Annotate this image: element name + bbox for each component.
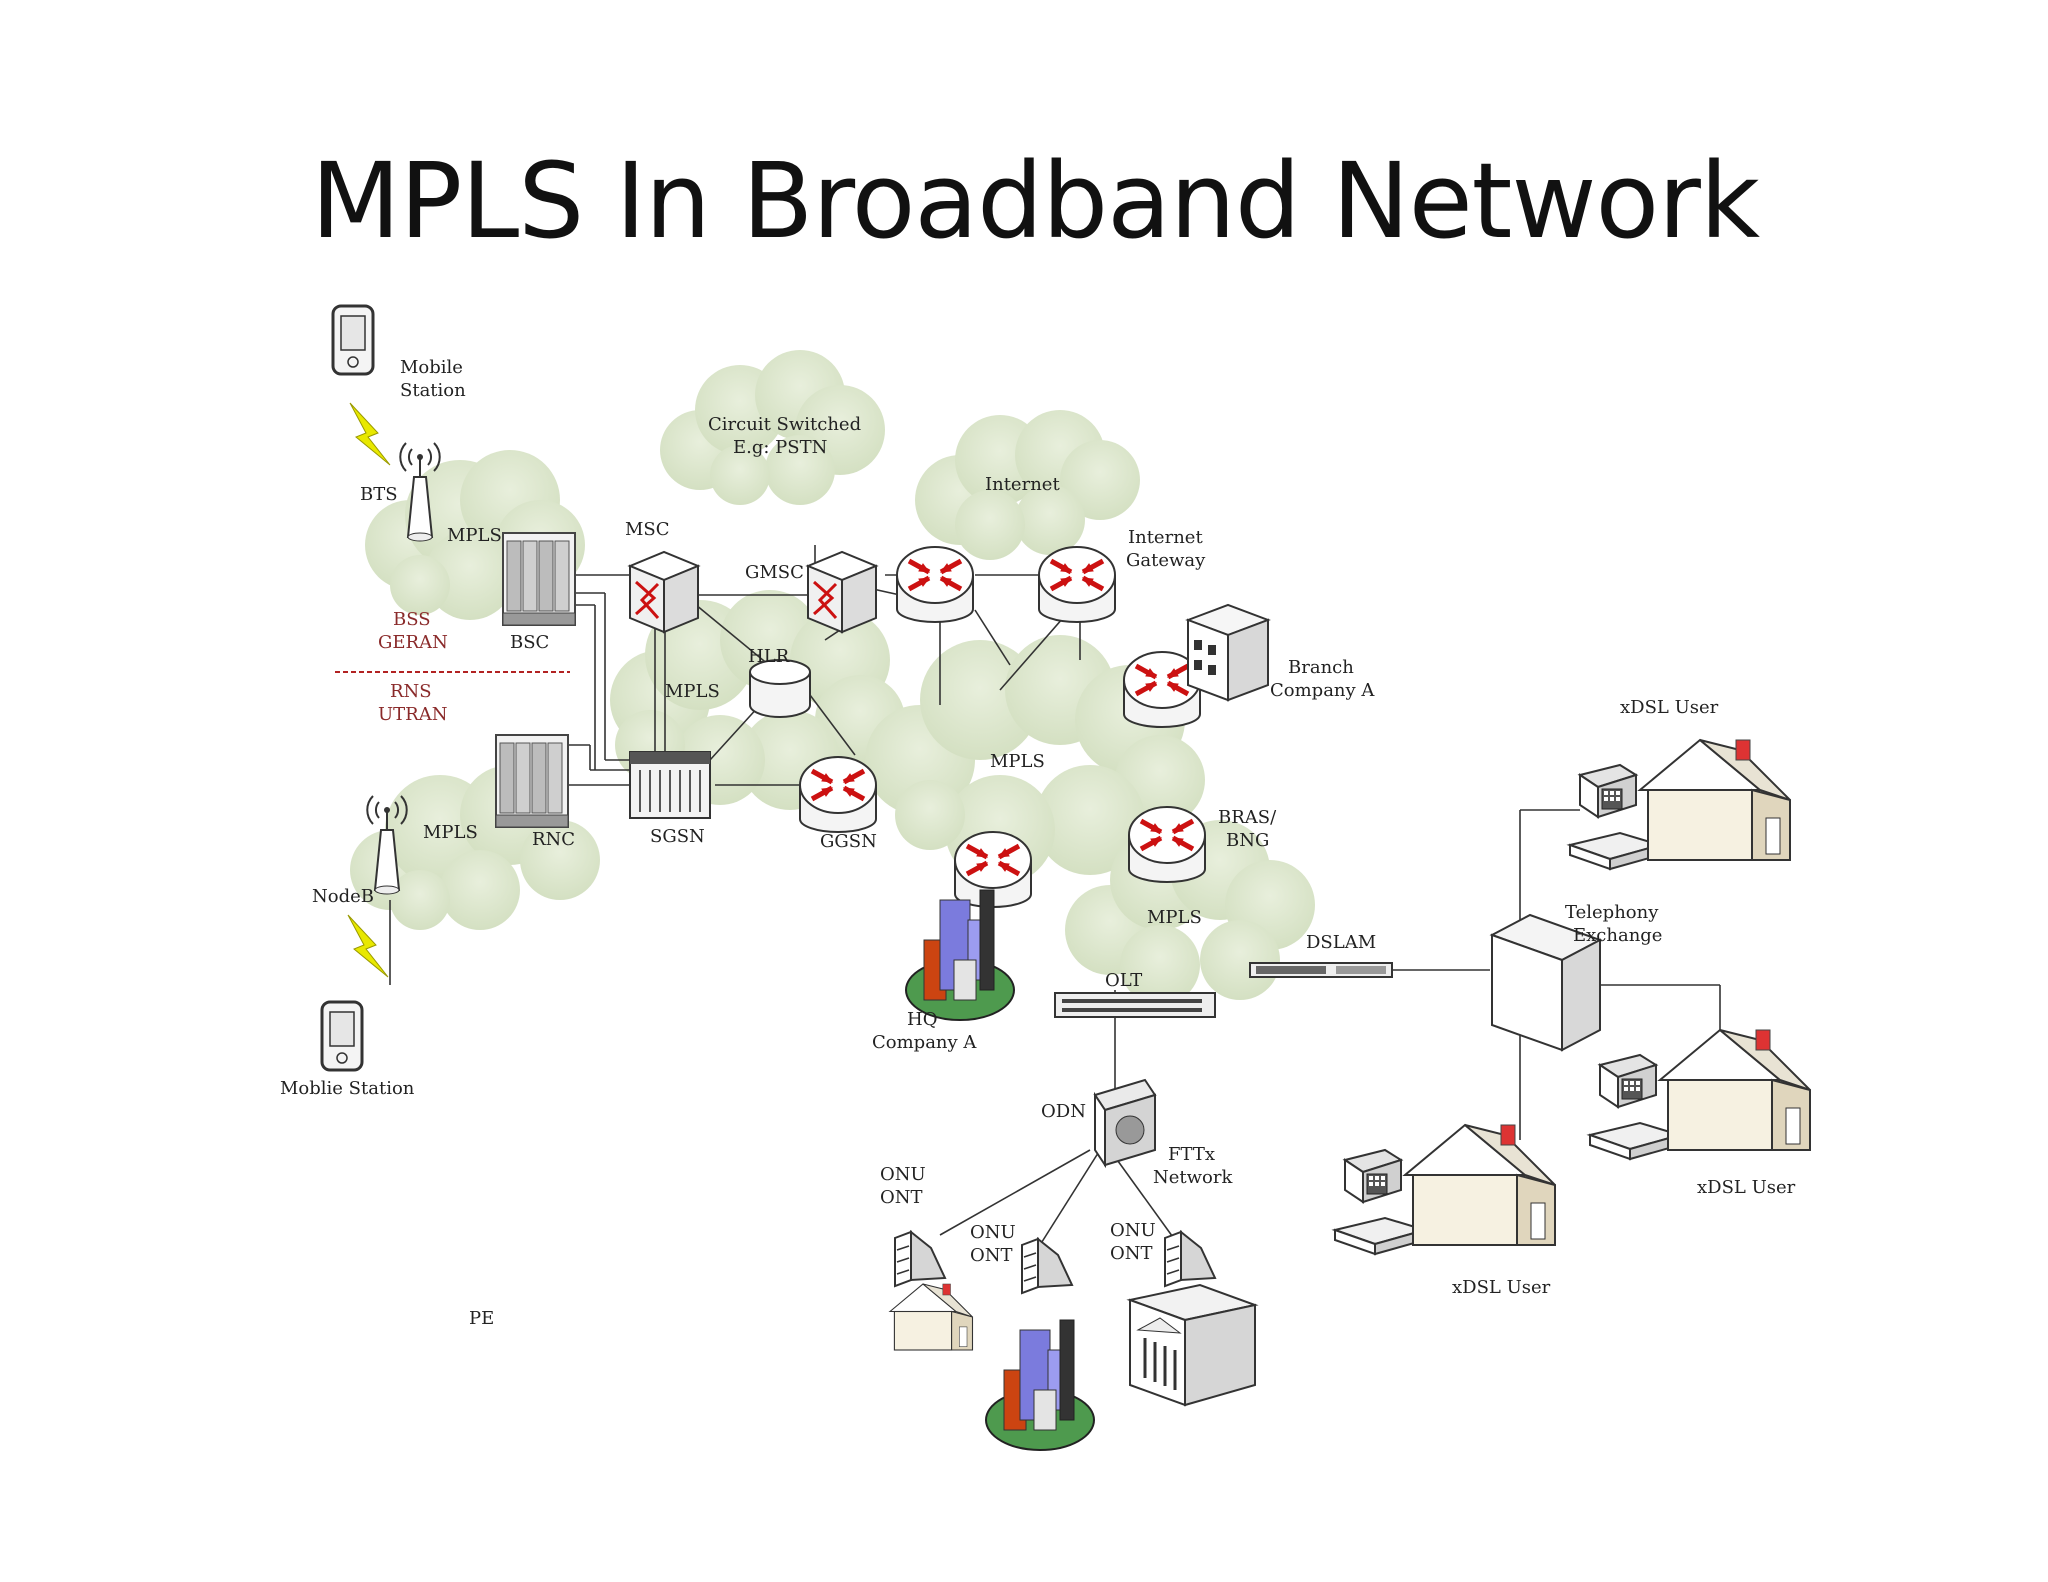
onu-left-icon <box>894 1231 946 1287</box>
label-gmsc: GMSC <box>745 562 804 583</box>
label-bss: BSS <box>393 609 431 630</box>
business-city-icon <box>985 1319 1095 1451</box>
label-onu-mid-2: ONT <box>970 1245 1013 1266</box>
odn-cabinet-icon <box>1093 1078 1157 1169</box>
label-hlr: HLR <box>748 646 790 667</box>
label-msc: MSC <box>625 519 670 540</box>
bank-building-icon <box>1126 1283 1259 1407</box>
lightning-icon-top <box>349 402 391 466</box>
cloud-mpls-main <box>865 635 1205 885</box>
label-bsc: BSC <box>510 632 549 653</box>
cloud-pstn <box>660 350 885 505</box>
label-fttx-2: Network <box>1153 1167 1233 1188</box>
label-olt: OLT <box>1105 970 1142 991</box>
label-branch-2: Company A <box>1270 680 1375 701</box>
label-bts: BTS <box>360 484 398 505</box>
label-mpls-rns: MPLS <box>423 822 478 843</box>
label-mobile-station-top-2: Station <box>400 380 466 401</box>
xdsl-top-house-icon <box>1639 739 1791 861</box>
label-circuit-switched-2: E.g: PSTN <box>733 437 827 458</box>
xdsl-top-deskphone-icon <box>1569 764 1661 870</box>
label-internet-gateway-2: Gateway <box>1126 550 1206 571</box>
label-bras-1: BRAS/ <box>1218 807 1277 828</box>
label-hq-2: Company A <box>872 1032 977 1053</box>
slide-title: MPLS In Broadband Network <box>310 140 1760 262</box>
xdsl-bottom-deskphone-icon <box>1334 1149 1426 1255</box>
label-onu-left-2: ONT <box>880 1187 923 1208</box>
label-mpls-access: MPLS <box>1147 907 1202 928</box>
rnc-rack-icon <box>495 734 569 828</box>
label-onu-right-2: ONT <box>1110 1243 1153 1264</box>
label-mpls-main: MPLS <box>990 751 1045 772</box>
label-xdsl-bottom: xDSL User <box>1452 1277 1551 1298</box>
label-telephony-2: Exchange <box>1573 925 1662 946</box>
bsc-rack-icon <box>502 532 576 626</box>
olt-device-icon <box>1054 992 1216 1018</box>
label-ggsn: GGSN <box>820 831 877 852</box>
label-nodeb: NodeB <box>312 886 374 907</box>
mobile-station-bottom-icon <box>320 1000 364 1072</box>
xdsl-right-house-icon <box>1659 1029 1811 1151</box>
label-internet: Internet <box>985 474 1060 495</box>
onu-mid-icon <box>1021 1238 1073 1294</box>
label-telephony-1: Telephony <box>1565 902 1659 923</box>
cloud-bss <box>365 450 585 620</box>
label-mpls-bss: MPLS <box>447 525 502 546</box>
ggsn-router-icon <box>800 757 876 832</box>
gmsc-switch-icon <box>806 550 878 634</box>
xdsl-bottom-house-icon <box>1404 1124 1556 1246</box>
cloud-internet <box>915 410 1140 560</box>
label-mpls-core: MPLS <box>665 681 720 702</box>
label-circuit-switched-1: Circuit Switched <box>708 414 861 435</box>
label-fttx-1: FTTx <box>1168 1144 1215 1165</box>
label-onu-mid-1: ONU <box>970 1222 1016 1243</box>
xdsl-right-deskphone-icon <box>1589 1054 1681 1160</box>
label-xdsl-right: xDSL User <box>1697 1177 1796 1198</box>
label-dslam: DSLAM <box>1306 932 1376 953</box>
label-branch-1: Branch <box>1288 657 1354 678</box>
home-icon <box>889 1283 974 1351</box>
label-hq-1: HQ <box>907 1009 937 1030</box>
msc-switch-icon <box>628 550 700 634</box>
label-rnc: RNC <box>532 829 575 850</box>
label-mobile-station-bottom: Moblie Station <box>280 1078 415 1099</box>
onu-right-icon <box>1164 1231 1216 1287</box>
label-pe: PE <box>469 1308 494 1329</box>
lightning-icon-bottom <box>347 914 389 978</box>
label-onu-right-1: ONU <box>1110 1220 1156 1241</box>
label-internet-gateway-1: Internet <box>1128 527 1203 548</box>
label-geran: GERAN <box>378 632 448 653</box>
label-odn: ODN <box>1041 1101 1086 1122</box>
label-utran: UTRAN <box>378 704 447 725</box>
internet-router-icon <box>897 547 973 622</box>
bras-router-icon <box>1129 807 1205 882</box>
label-rns: RNS <box>390 681 432 702</box>
telephony-exchange-icon <box>1489 913 1603 1052</box>
label-bras-2: BNG <box>1226 830 1269 851</box>
mobile-station-top-icon <box>331 304 375 376</box>
label-sgsn: SGSN <box>650 826 705 847</box>
sgsn-server-icon <box>629 751 711 819</box>
hq-city-icon <box>905 889 1015 1021</box>
label-mobile-station-top-1: Mobile <box>400 357 463 378</box>
label-xdsl-top: xDSL User <box>1620 697 1719 718</box>
dslam-device-icon <box>1249 962 1393 978</box>
label-onu-left-1: ONU <box>880 1164 926 1185</box>
internet-gateway-router-icon <box>1039 547 1115 622</box>
branch-building-icon <box>1185 603 1271 702</box>
hlr-database-icon <box>749 659 811 718</box>
